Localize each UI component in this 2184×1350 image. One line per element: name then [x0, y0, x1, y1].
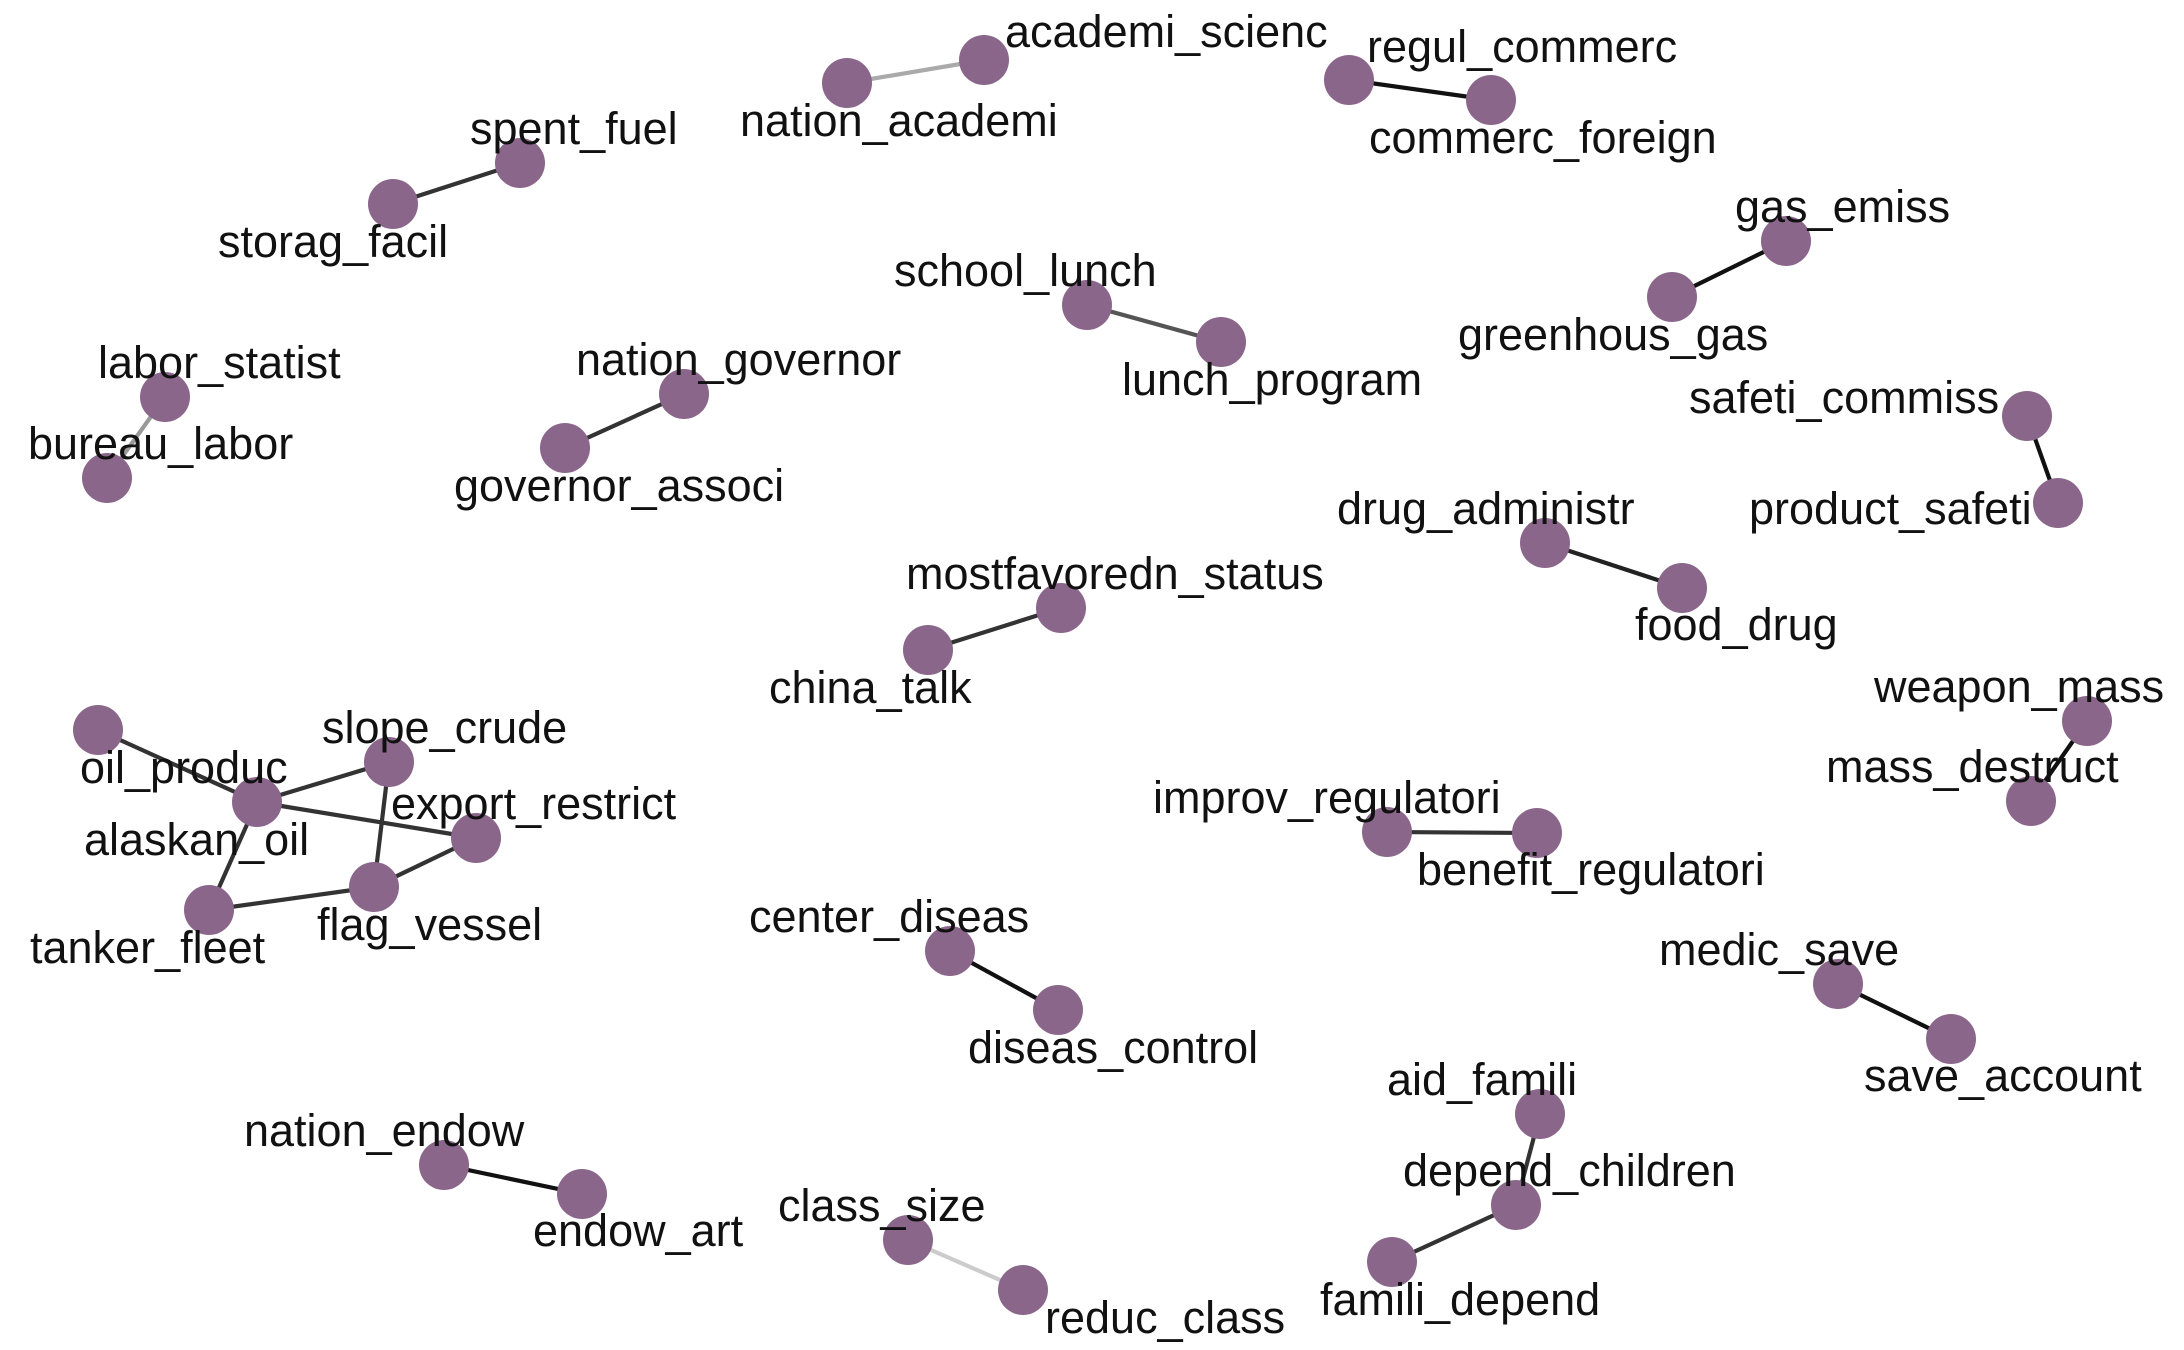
nodes-layer: [73, 35, 2112, 1315]
node-label-spent_fuel: spent_fuel: [470, 103, 678, 154]
node-label-slope_crude: slope_crude: [322, 702, 567, 753]
edge-alaskan_oil-export_restrict: [254, 799, 479, 841]
node-china_talk: [903, 625, 953, 675]
node-label-diseas_control: diseas_control: [968, 1022, 1258, 1073]
node-label-improv_regulatori: improv_regulatori: [1153, 772, 1501, 823]
node-label-endow_art: endow_art: [533, 1205, 744, 1256]
node-aid_famili: [1515, 1089, 1565, 1139]
node-reduc_class: [998, 1265, 1048, 1315]
node-mass_destruct: [2006, 776, 2056, 826]
node-class_size: [883, 1215, 933, 1265]
node-label-storag_facil: storag_facil: [218, 216, 448, 267]
node-label-mostfavoredn_status: mostfavoredn_status: [906, 548, 1324, 599]
node-label-labor_statist: labor_statist: [98, 337, 341, 388]
node-label-nation_endow: nation_endow: [244, 1105, 525, 1156]
node-label-bureau_labor: bureau_labor: [28, 418, 293, 469]
node-flag_vessel: [349, 862, 399, 912]
node-nation_academi: [822, 58, 872, 108]
node-lunch_program: [1196, 317, 1246, 367]
node-medic_save: [1813, 959, 1863, 1009]
edge-tanker_fleet-flag_vessel: [206, 884, 377, 913]
edge-oil_produc-alaskan_oil: [95, 727, 260, 805]
node-spent_fuel: [495, 138, 545, 188]
node-endow_art: [557, 1169, 607, 1219]
node-label-reduc_class: reduc_class: [1045, 1292, 1285, 1343]
node-bureau_labor: [82, 453, 132, 503]
node-alaskan_oil: [232, 777, 282, 827]
node-academi_scienc: [959, 35, 1009, 85]
node-nation_endow: [419, 1140, 469, 1190]
node-product_safeti: [2033, 478, 2083, 528]
node-mostfavoredn_status: [1036, 583, 1086, 633]
node-label-oil_produc: oil_produc: [80, 742, 288, 793]
node-regul_commerc: [1324, 55, 1374, 105]
node-label-drug_administr: drug_administr: [1337, 483, 1635, 534]
node-benefit_regulatori: [1512, 808, 1562, 858]
node-diseas_control: [1033, 985, 1083, 1035]
node-nation_governor: [659, 369, 709, 419]
edge-improv_regulatori-benefit_regulatori: [1384, 829, 1540, 836]
node-school_lunch: [1062, 280, 1112, 330]
node-storag_facil: [368, 179, 418, 229]
node-gas_emiss: [1761, 216, 1811, 266]
node-label-class_size: class_size: [778, 1180, 986, 1231]
node-label-safeti_commiss: safeti_commiss: [1689, 372, 1999, 423]
node-label-alaskan_oil: alaskan_oil: [84, 814, 309, 865]
node-label-greenhous_gas: greenhous_gas: [1458, 309, 1768, 360]
node-safeti_commiss: [2002, 391, 2052, 441]
node-oil_produc: [73, 705, 123, 755]
node-label-weapon_mass: weapon_mass: [1873, 661, 2164, 712]
node-save_account: [1926, 1014, 1976, 1064]
node-label-nation_governor: nation_governor: [576, 334, 901, 385]
node-label-export_restrict: export_restrict: [391, 778, 677, 829]
node-label-lunch_program: lunch_program: [1122, 354, 1422, 405]
node-label-school_lunch: school_lunch: [894, 245, 1157, 296]
node-label-aid_famili: aid_famili: [1387, 1054, 1577, 1105]
node-label-china_talk: china_talk: [769, 662, 972, 713]
node-slope_crude: [364, 737, 414, 787]
node-drug_administr: [1520, 518, 1570, 568]
node-label-flag_vessel: flag_vessel: [317, 899, 542, 950]
node-label-nation_academi: nation_academi: [740, 95, 1058, 146]
node-food_drug: [1657, 563, 1707, 613]
node-improv_regulatori: [1362, 807, 1412, 857]
node-label-center_diseas: center_diseas: [749, 891, 1029, 942]
node-label-save_account: save_account: [1864, 1050, 2142, 1101]
node-famili_depend: [1367, 1237, 1417, 1287]
labels-layer: spent_fuel storag_facil academi_sciencnati…: [28, 6, 2164, 1343]
node-depend_children: [1491, 1180, 1541, 1230]
node-label-food_drug: food_drug: [1635, 599, 1838, 650]
node-export_restrict: [451, 813, 501, 863]
node-greenhous_gas: [1647, 272, 1697, 322]
node-center_diseas: [925, 926, 975, 976]
node-tanker_fleet: [184, 885, 234, 935]
node-label-benefit_regulatori: benefit_regulatori: [1417, 844, 1765, 895]
node-weapon_mass: [2062, 696, 2112, 746]
node-labor_statist: [140, 372, 190, 422]
node-label-famili_depend: famili_depend: [1320, 1274, 1600, 1325]
node-commerc_foreign: [1466, 75, 1516, 125]
node-label-mass_destruct: mass_destruct: [1826, 741, 2119, 792]
node-label-governor_associ: governor_associ: [454, 460, 784, 511]
node-governor_associ: [540, 423, 590, 473]
node-label-commerc_foreign: commerc_foreign: [1369, 112, 1717, 163]
node-label-regul_commerc: regul_commerc: [1367, 21, 1677, 72]
node-label-product_safeti: product_safeti: [1749, 483, 2032, 534]
node-label-medic_save: medic_save: [1659, 924, 1899, 975]
node-label-gas_emiss: gas_emiss: [1735, 181, 1950, 232]
node-label-academi_scienc: academi_scienc: [1005, 6, 1328, 57]
node-label-tanker_fleet: tanker_fleet: [30, 922, 266, 973]
node-label-depend_children: depend_children: [1403, 1145, 1736, 1196]
